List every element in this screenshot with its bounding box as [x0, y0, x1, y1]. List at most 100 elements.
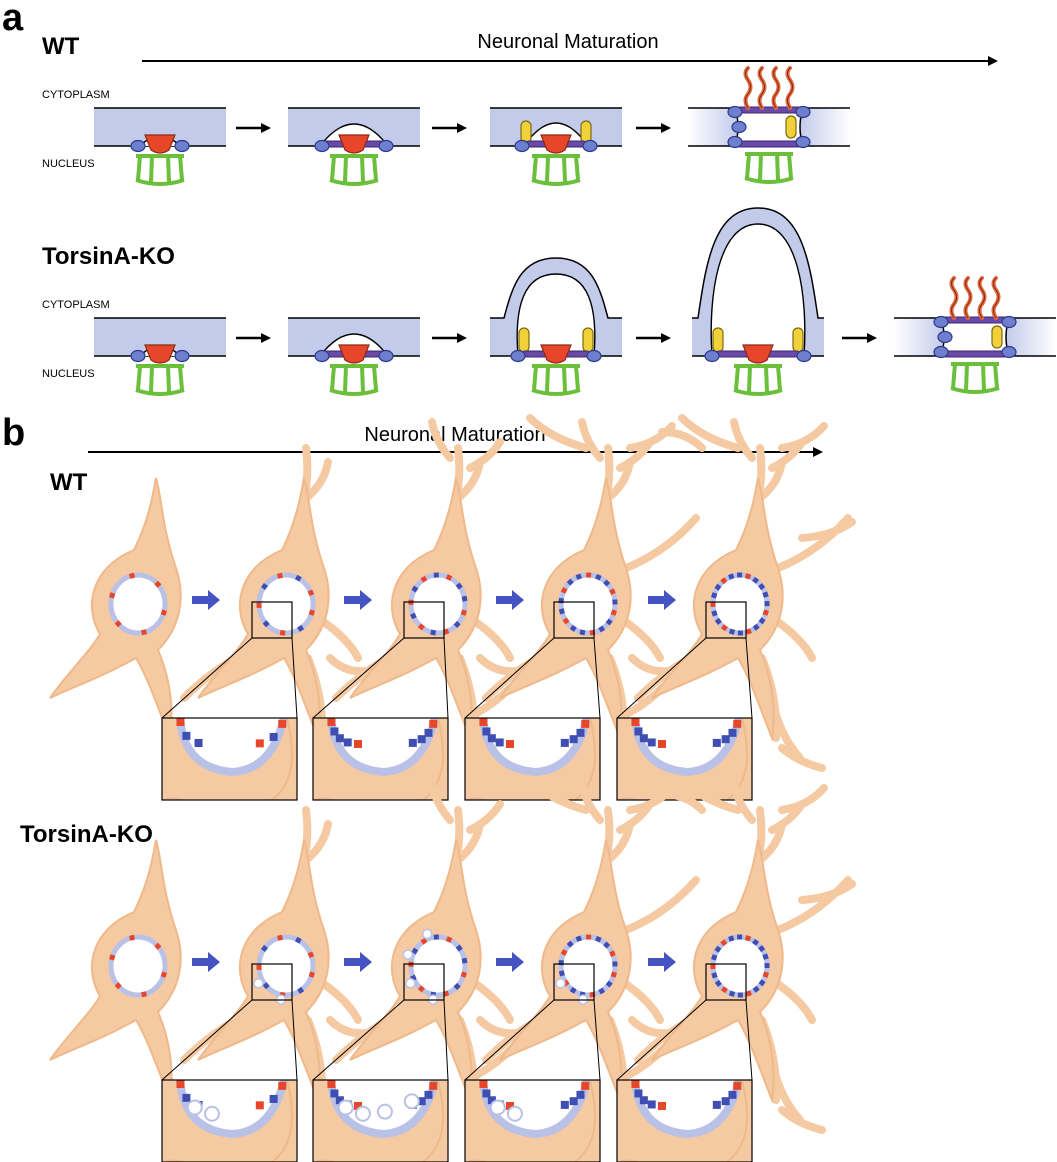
- neuron-stage: [49, 839, 182, 1104]
- nuclear-pore-red: [154, 580, 162, 588]
- zoom-pore-blue: [182, 1093, 191, 1102]
- zoom-pore-blue: [424, 728, 433, 737]
- maturation-arrow-blue: [344, 590, 372, 610]
- nuclear-pore-blue: [260, 944, 268, 952]
- zoom-shadow: [162, 1159, 187, 1162]
- zoom-content: [313, 1080, 448, 1162]
- maturation-arrow-blue: [192, 590, 220, 610]
- nuclear-pore-red: [745, 990, 752, 997]
- scaffold-basket: [135, 388, 185, 396]
- membrane-blob: [314, 349, 330, 363]
- nuclear-pore-red: [560, 949, 568, 956]
- zoom-region: [251, 601, 293, 639]
- nuclear-pore-blue: [262, 620, 270, 628]
- nuclear-pore-red: [417, 985, 425, 993]
- panel-a-wt-row: [94, 66, 850, 186]
- nuclear-pore-blue: [455, 582, 463, 590]
- zoom-content: [465, 718, 600, 800]
- nuclear-pore-red: [610, 609, 617, 616]
- panel-a-wt-nucleus-label: NUCLEUS: [42, 158, 95, 170]
- nuclear-pore-blue: [410, 612, 417, 620]
- nuclear-bleb: [253, 978, 264, 989]
- scaffold-struts: [745, 152, 793, 182]
- zoom-guide-lines: [161, 999, 298, 1081]
- nuclear-pore-red: [420, 575, 428, 583]
- nuclear-pore-red: [277, 572, 284, 579]
- zoom-pore-blue: [408, 738, 417, 747]
- zoom-region: [553, 601, 595, 639]
- membrane-blob: [933, 345, 949, 359]
- maturation-arrow-blue: [496, 952, 524, 972]
- neuron-stage: [462, 776, 700, 1162]
- zoom-frame: [312, 717, 449, 801]
- nuclear-pore-red: [745, 628, 752, 635]
- pore-core: [144, 344, 176, 364]
- maturation-arrow-blue: [496, 590, 524, 610]
- nuclear-pore-blue: [598, 625, 606, 633]
- zoom-region: [705, 963, 747, 1001]
- membrane-blob: [130, 349, 146, 363]
- nuclear-pore-blue: [297, 986, 305, 994]
- nuclear-pore-red: [445, 574, 453, 581]
- panel-b-maturation-label: Neuronal Maturation: [364, 424, 545, 446]
- fg-filament-outline: [993, 277, 999, 319]
- zoom-pore-blue: [569, 735, 578, 744]
- zoom-pore-red: [479, 718, 488, 726]
- zoom-pore-red: [657, 1101, 666, 1110]
- zoom-region: [553, 963, 595, 1001]
- pore-core: [540, 134, 572, 154]
- fg-filament: [757, 66, 767, 110]
- nuclear-pore-blue: [455, 944, 463, 952]
- pore-core: [540, 344, 572, 364]
- neuron-stage: [614, 414, 856, 801]
- scaffold-basket: [531, 388, 581, 396]
- nuclear-pore-red: [460, 609, 467, 616]
- nuclear-pore-red: [109, 954, 116, 961]
- nuclear-pore-red: [586, 572, 592, 578]
- pore-membrane-blob: [937, 330, 953, 344]
- zoom-bleb: [354, 1105, 371, 1122]
- fg-filament: [991, 276, 1001, 320]
- zoom-pore-blue: [269, 732, 278, 741]
- nuclear-pore-blue: [453, 620, 461, 628]
- nuclear-pore-red: [308, 609, 315, 616]
- zoom-pore-blue: [728, 1090, 737, 1099]
- maturation-arrow-blue: [648, 952, 676, 972]
- dendrite: [658, 790, 706, 814]
- zoom-pore-red: [581, 719, 590, 728]
- dendrite: [526, 414, 590, 452]
- nuclear-pore-blue: [433, 572, 439, 578]
- inner-membrane-dome: [516, 273, 596, 357]
- zoom-pore-blue: [721, 735, 730, 744]
- transmembrane-ring: [582, 327, 594, 353]
- zoom-inset: [464, 717, 601, 801]
- npc-stage-early_bud: [94, 317, 226, 396]
- zoom-content: [313, 718, 448, 800]
- nuclear-pore-red: [560, 587, 568, 594]
- nuclear-pore-red: [307, 589, 315, 597]
- nuclear-pore-red: [609, 950, 616, 957]
- zoom-envelope: [479, 1080, 591, 1139]
- dendrite: [466, 438, 504, 472]
- nuclear-pore-red: [129, 934, 136, 941]
- fg-filament-outline: [965, 277, 971, 319]
- dendrite: [658, 428, 706, 452]
- nuclear-envelope: [108, 934, 168, 998]
- zoom-inset: [312, 717, 449, 801]
- nuclear-pore-red: [445, 936, 453, 943]
- nuclear-pore-blue: [558, 959, 564, 966]
- nuclear-pore-blue: [711, 954, 718, 961]
- scaffold-struts: [136, 154, 184, 184]
- nuclear-pore-blue: [752, 576, 760, 584]
- fg-filament-outline: [773, 67, 779, 109]
- zoom-pore-blue: [647, 738, 656, 747]
- zoom-pore-red: [733, 1081, 742, 1090]
- membrane-blob: [1001, 315, 1017, 329]
- dendrite: [678, 414, 742, 452]
- zoom-inset: [312, 1079, 449, 1162]
- scaffold-basket: [329, 178, 379, 186]
- transmembrane-ring: [580, 120, 592, 144]
- zoom-guide-lines: [464, 999, 601, 1081]
- neuron-stage: [49, 477, 182, 742]
